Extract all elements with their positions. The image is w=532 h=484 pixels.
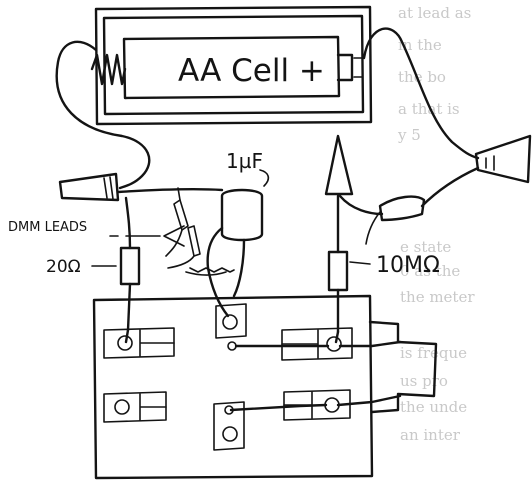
terminal-screw-2 bbox=[222, 314, 238, 330]
terminal-screw-5 bbox=[222, 426, 238, 442]
clip-to-capacitor-wire bbox=[116, 187, 224, 194]
svg-text:in the: in the bbox=[398, 36, 442, 54]
right-battery-lead bbox=[362, 27, 480, 160]
capacitor-label: 1µF bbox=[226, 149, 263, 173]
resistor-20-lead-bottom bbox=[126, 282, 132, 332]
terminal-block-2 bbox=[215, 303, 247, 351]
bus-wire-to-tab bbox=[338, 340, 402, 348]
resistor-20-label: 20Ω bbox=[46, 257, 81, 277]
resistor-10m-body bbox=[327, 250, 349, 292]
resistor-20-terminal-wire bbox=[124, 328, 130, 344]
svg-text:is freque: is freque bbox=[400, 344, 467, 362]
terminal-screw-3 bbox=[326, 336, 342, 352]
terminal-screw-1 bbox=[117, 335, 133, 351]
svg-text:0 as the: 0 as the bbox=[400, 262, 460, 280]
dmm-probe-1 bbox=[165, 187, 189, 257]
terminal-block-4-divider bbox=[139, 393, 167, 421]
breadboard-side-tab bbox=[368, 320, 438, 414]
svg-text:the meter: the meter bbox=[400, 288, 475, 306]
right-branch-inline-resistor bbox=[378, 195, 426, 222]
battery-label: AA Cell + bbox=[178, 53, 325, 89]
dmm-lead-twisted-wire-2 bbox=[185, 271, 227, 276]
terminal-block-1 bbox=[103, 327, 175, 359]
svg-text:at lead as: at lead as bbox=[398, 4, 471, 22]
svg-text:e state: e state bbox=[400, 238, 451, 256]
terminal-block-2-frame bbox=[215, 303, 247, 339]
negative-spring-contact bbox=[90, 53, 127, 86]
terminal-block-4-frame bbox=[103, 391, 167, 423]
svg-text:the bo: the bo bbox=[398, 68, 446, 86]
left-alligator-clip bbox=[58, 172, 120, 202]
left-clip-jaws bbox=[103, 176, 114, 200]
left-battery-lead bbox=[55, 40, 151, 190]
terminal-block-3 bbox=[281, 327, 353, 361]
capacitor-terminal-wire bbox=[206, 266, 230, 318]
positive-contact bbox=[353, 57, 363, 78]
aa-cell-body bbox=[122, 35, 341, 100]
right-branch-wire-left bbox=[338, 194, 384, 216]
resistor-10m-terminal-wire bbox=[334, 330, 340, 344]
terminal-block-5-frame bbox=[213, 401, 245, 451]
probe-1-tip bbox=[173, 199, 189, 231]
dmm-leads-label: DMM LEADS bbox=[8, 220, 87, 235]
capacitor-body bbox=[220, 188, 264, 242]
svg-text:a that is: a that is bbox=[398, 100, 460, 118]
resistor-20-lead-top bbox=[124, 196, 132, 250]
capacitor-label-leader bbox=[259, 169, 270, 187]
terminal-block-3-frame bbox=[281, 327, 353, 361]
terminal-block-1-frame bbox=[103, 327, 175, 359]
aa-cell-positive-nub bbox=[336, 53, 354, 82]
dmm-probe-2 bbox=[167, 225, 201, 269]
aa-cell: AA Cell + bbox=[122, 35, 363, 100]
probe-2-tip bbox=[187, 225, 201, 257]
terminal-block-4 bbox=[103, 391, 167, 423]
terminal-screw-4 bbox=[114, 399, 130, 415]
bleed-through-text: at lead as in the the bo a that is y 5 e… bbox=[397, 4, 475, 444]
breadboard bbox=[92, 294, 374, 480]
battery-holder-inner bbox=[102, 14, 365, 116]
capacitor-lead-right bbox=[232, 238, 246, 298]
resistor-20-body bbox=[119, 246, 141, 286]
terminal-block-6-frame bbox=[283, 389, 351, 421]
terminal-block-3-divider bbox=[281, 329, 319, 359]
svg-text:y 5: y 5 bbox=[397, 126, 421, 144]
bus-wire-bottom bbox=[229, 403, 328, 412]
resistor-10m-leader bbox=[349, 261, 371, 265]
battery-holder bbox=[94, 5, 373, 126]
right-alligator-clip bbox=[474, 134, 532, 184]
right-branch-wire-right bbox=[420, 166, 480, 208]
right-branch-leader bbox=[365, 211, 381, 245]
svg-text:an inter: an inter bbox=[400, 426, 461, 444]
right-clip-jaws bbox=[485, 155, 495, 171]
dmm-lead-twisted-wire bbox=[189, 267, 235, 273]
svg-text:the unde: the unde bbox=[400, 398, 467, 416]
capacitor-lead-left bbox=[206, 226, 224, 270]
probe-1-wire bbox=[165, 187, 183, 257]
terminal-block-1-divider bbox=[139, 329, 175, 357]
bus-wire-bottom-to-tab bbox=[336, 394, 402, 407]
resistor-10m-label: 10MΩ bbox=[376, 253, 440, 278]
svg-text:us pro: us pro bbox=[400, 372, 448, 390]
probe-2-wire bbox=[167, 255, 195, 269]
center-alligator-clip bbox=[324, 134, 354, 196]
battery-holder-outer bbox=[94, 5, 373, 126]
